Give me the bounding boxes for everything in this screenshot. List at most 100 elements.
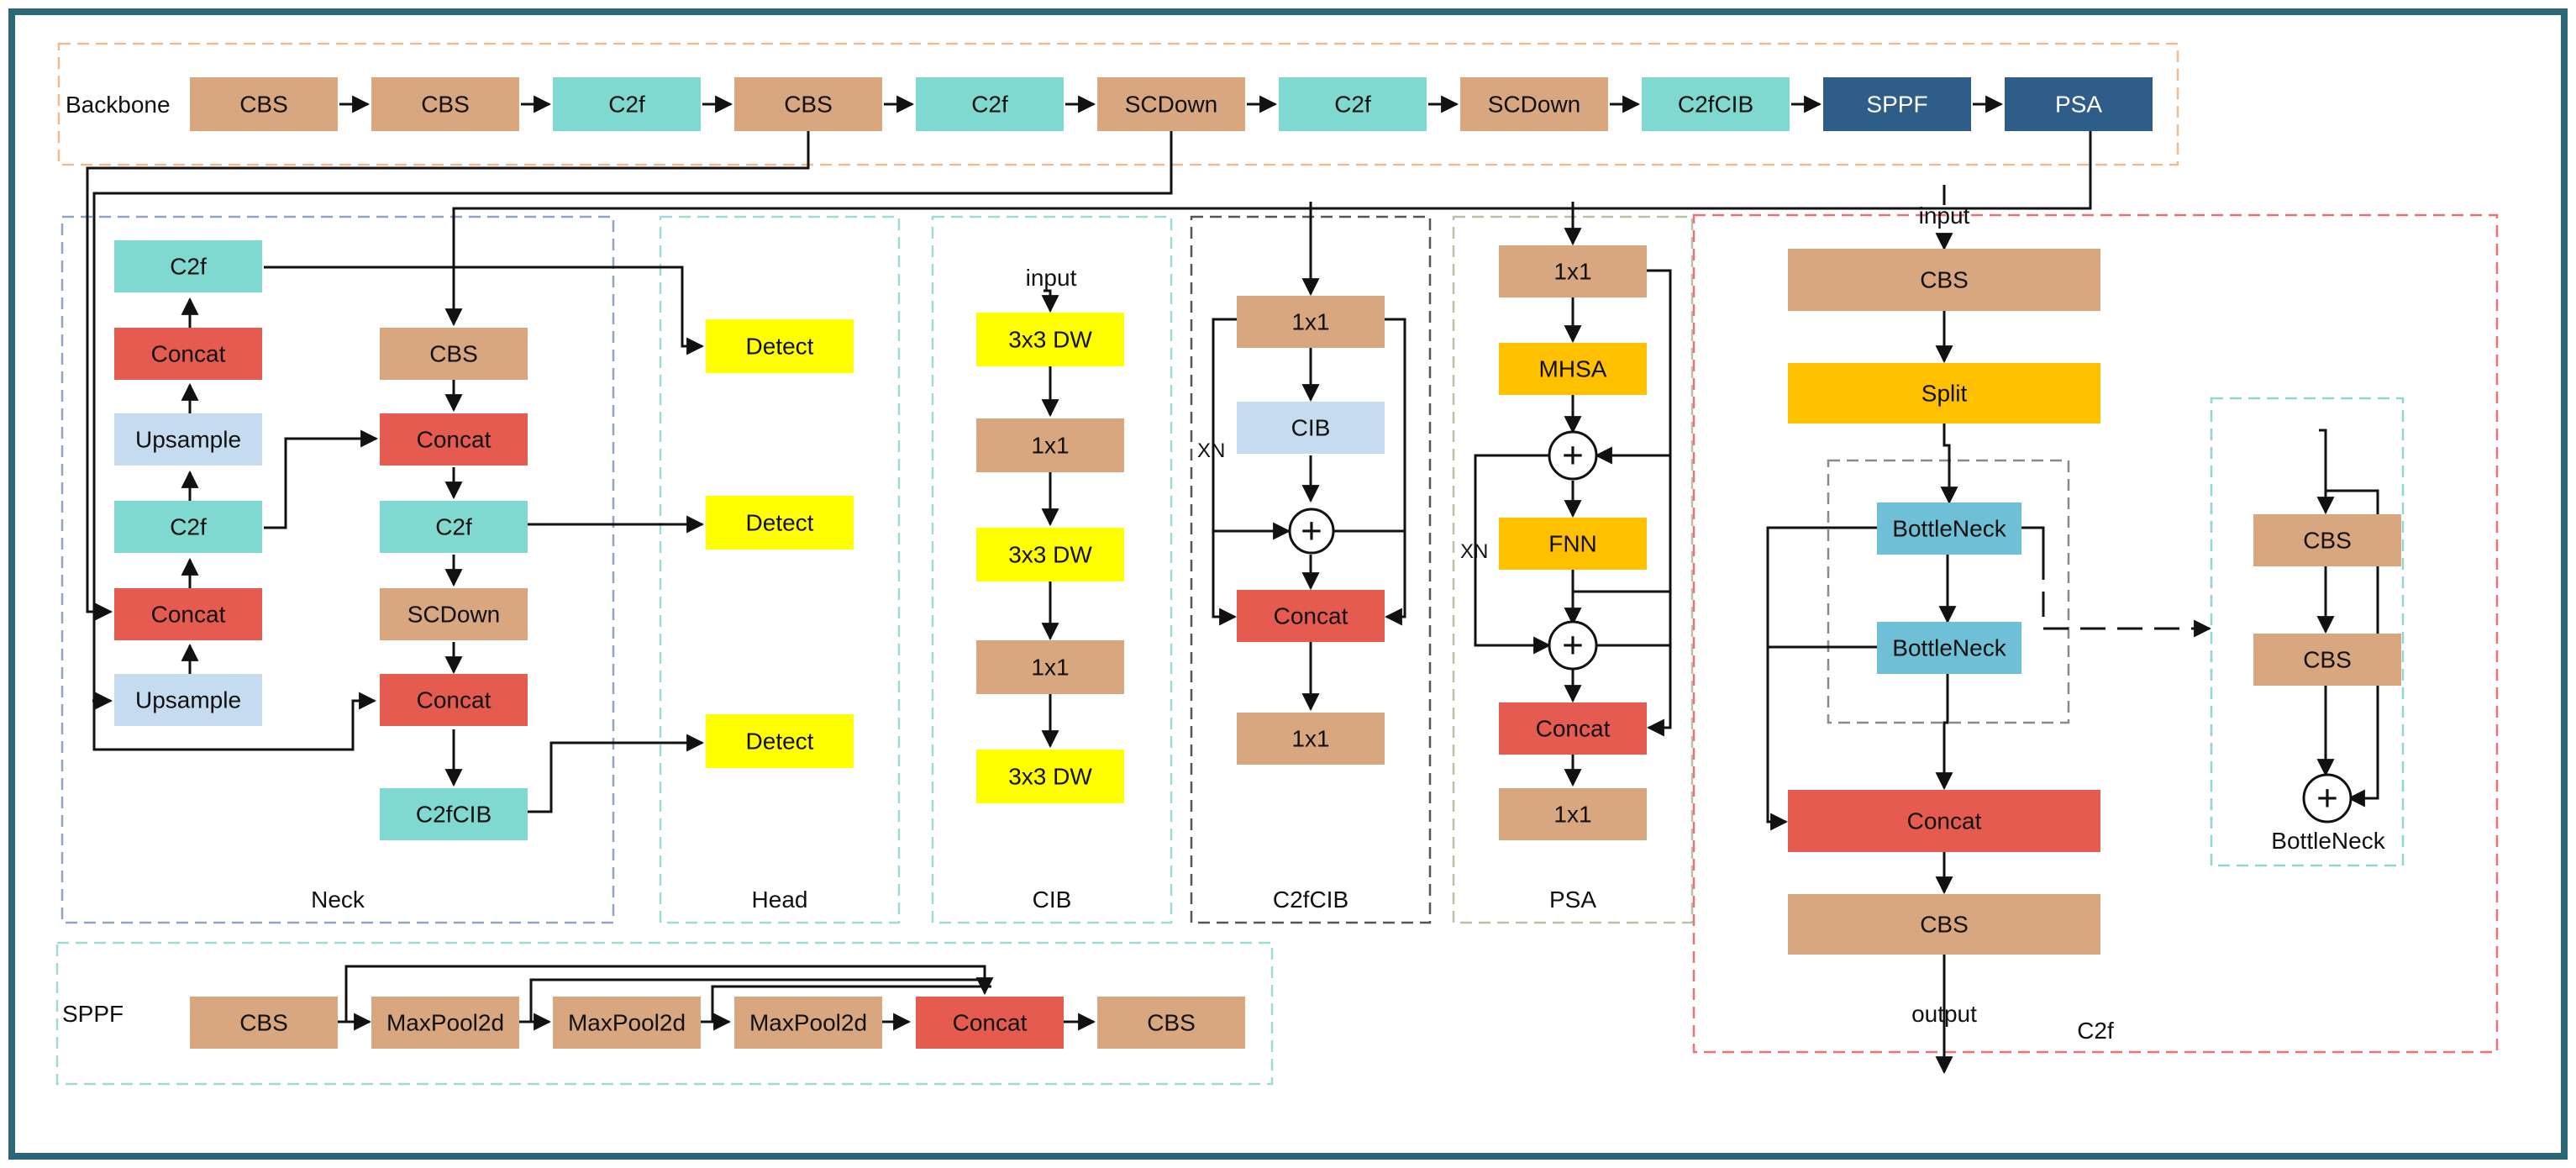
psa-label: PSA — [1549, 887, 1596, 913]
sppf-maxpool2d-4: MaxPool2d — [734, 997, 882, 1049]
backbone-block-8-scdown-label: SCDown — [1488, 92, 1580, 118]
neck-right-scdown-4: SCDown — [380, 588, 528, 640]
backbone-block-1-cbs: CBS — [190, 77, 338, 131]
c2fcib-1x1-1-label: 1x1 — [1291, 309, 1329, 335]
backbone-block-11-psa-box — [2005, 77, 2153, 131]
sppf-concat-5-box — [916, 997, 1064, 1049]
backbone-block-5-c2f: C2f — [916, 77, 1064, 131]
sppf-concat-5: Concat — [916, 997, 1064, 1049]
backbone-block-2-cbs-label: CBS — [421, 92, 470, 118]
sppf-maxpool2d-3: MaxPool2d — [553, 997, 701, 1049]
neck-right-concat-2-box — [380, 413, 528, 466]
sppf-maxpool2d-2: MaxPool2d — [371, 997, 519, 1049]
backbone-block-5-c2f-label: C2f — [971, 92, 1008, 118]
sppf-cbs-6-label: CBS — [1147, 1010, 1196, 1036]
backbone-block-6-scdown: SCDown — [1097, 77, 1245, 131]
psa-concat-4-box — [1499, 702, 1647, 755]
neck-right-concat-5-label: Concat — [417, 687, 492, 713]
head-detect-1: Detect — [706, 319, 854, 373]
head-detect-1-label: Detect — [746, 334, 814, 360]
c2fcib-1x1-4-box — [1237, 713, 1385, 765]
c2fcib-1x1-4: 1x1 — [1237, 713, 1385, 765]
sppf-cbs-6-box — [1097, 997, 1245, 1049]
sppf-concat-5-label: Concat — [953, 1010, 1028, 1036]
c2f-bottleneck-4-label: BottleNeck — [1892, 635, 2006, 661]
connector-lines — [86, 95, 2379, 1075]
c2fcib-xn-label: XN — [1197, 439, 1225, 462]
c2fcib-cib-2-box — [1237, 402, 1385, 454]
c2f-cbs-1-label: CBS — [1920, 267, 1969, 293]
cib-1x1-2-label: 1x1 — [1031, 433, 1069, 459]
backbone-block-4-cbs-label: CBS — [784, 92, 833, 118]
head-detect-3: Detect — [706, 714, 854, 768]
psa-concat-4-label: Concat — [1536, 716, 1611, 742]
neck-right-concat-2-label: Concat — [417, 427, 492, 453]
cib-1x1-2-box — [976, 418, 1124, 472]
psa-1x1-5-label: 1x1 — [1553, 802, 1591, 828]
neck-left-concat-2-label: Concat — [151, 341, 226, 367]
sppf-maxpool2d-3-box — [553, 997, 701, 1049]
cib-3x3-dw-5-box — [976, 750, 1124, 803]
bottleneck-cbs-1: CBS — [2253, 514, 2401, 566]
backbone-block-6-scdown-box — [1097, 77, 1245, 131]
c2f-concat-5-label: Concat — [1907, 808, 1982, 834]
c2fcib-add-node: + — [1288, 508, 1335, 555]
backbone-block-3-c2f: C2f — [553, 77, 701, 131]
c2fcib-1x1-1-box — [1237, 296, 1385, 348]
psa-fnn-3-box — [1499, 518, 1647, 570]
backbone-block-7-c2f-label: C2f — [1334, 92, 1371, 118]
c2f-bottleneck-4-box — [1877, 622, 2021, 674]
backbone-block-2-cbs-box — [371, 77, 519, 131]
neck-left-upsample-3-label: Upsample — [135, 427, 241, 453]
c2f-cbs-1-box — [1788, 249, 2100, 311]
c2fcib-label: C2fCIB — [1273, 887, 1348, 913]
neck-left-c2f-1: C2f — [114, 240, 262, 292]
backbone-block-4-cbs: CBS — [734, 77, 882, 131]
neck-left-c2f-4: C2f — [114, 501, 262, 553]
cib-3x3-dw-5-label: 3x3 DW — [1008, 764, 1092, 790]
c2f-concat-5: Concat — [1788, 790, 2100, 852]
neck-left-concat-2-box — [114, 328, 262, 380]
neck-right-cbs-1: CBS — [380, 328, 528, 380]
c2f-concat-5-box — [1788, 790, 2100, 852]
bottleneck-label: BottleNeck — [2271, 828, 2385, 854]
backbone-block-6-scdown-label: SCDown — [1125, 92, 1217, 118]
sppf-cbs-1-box — [190, 997, 338, 1049]
backbone-block-9-c2fcib-box — [1642, 77, 1790, 131]
neck-left-c2f-4-box — [114, 501, 262, 553]
svg-text:+: + — [1301, 511, 1322, 552]
c2f-split-2-box — [1788, 363, 2100, 424]
psa-1x1-1-box — [1499, 245, 1647, 297]
cib-3x3-dw-5: 3x3 DW — [976, 750, 1124, 803]
bottleneck-cbs-2: CBS — [2253, 634, 2401, 686]
neck-left-upsample-3: Upsample — [114, 413, 262, 466]
bottleneck-add-node: + — [2302, 773, 2353, 823]
cib-input-label: input — [1026, 265, 1077, 291]
sppf-maxpool2d-2-label: MaxPool2d — [386, 1010, 504, 1036]
psa-1x1-1-label: 1x1 — [1553, 259, 1591, 285]
neck-right-concat-2: Concat — [380, 413, 528, 466]
neck-right-c2f-3: C2f — [380, 501, 528, 553]
head-group — [659, 215, 901, 924]
head-detect-3-box — [706, 714, 854, 768]
cib-3x3-dw-1-box — [976, 313, 1124, 366]
bottleneck-cbs-2-box — [2253, 634, 2401, 686]
neck-left-upsample-3-box — [114, 413, 262, 466]
neck-right-c2fcib-6-label: C2fCIB — [416, 802, 492, 828]
neck-left-c2f-1-label: C2f — [170, 254, 207, 280]
sppf-maxpool2d-4-label: MaxPool2d — [749, 1010, 867, 1036]
backbone-block-10-sppf-box — [1823, 77, 1971, 131]
head-detect-2-box — [706, 496, 854, 550]
c2fcib-cib-2-label: CIB — [1291, 415, 1331, 441]
backbone-block-8-scdown: SCDown — [1460, 77, 1608, 131]
sppf-maxpool2d-4-box — [734, 997, 882, 1049]
c2fcib-concat-3-label: Concat — [1274, 603, 1348, 629]
sppf-label: SPPF — [62, 1001, 124, 1027]
psa-add-node-2: + — [1548, 620, 1598, 671]
backbone-block-5-c2f-box — [916, 77, 1064, 131]
sppf-maxpool2d-2-box — [371, 997, 519, 1049]
neck-right-c2fcib-6: C2fCIB — [380, 788, 528, 840]
backbone-block-3-c2f-box — [553, 77, 701, 131]
